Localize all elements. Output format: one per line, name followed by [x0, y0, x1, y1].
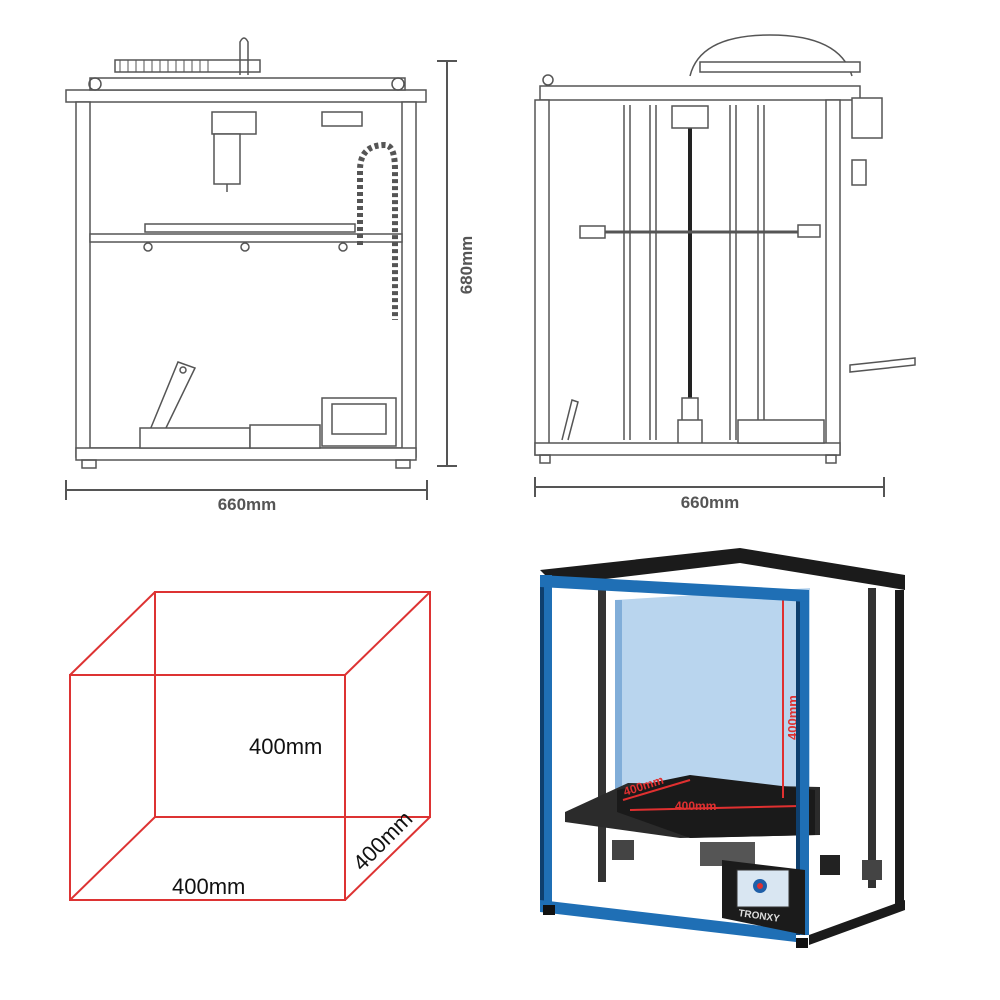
side-view-drawing [534, 34, 916, 464]
printer-photo: 400mm 400mm 400mm TRONXY [540, 548, 905, 948]
front-width-label: 660mm [218, 495, 277, 514]
front-height-label: 680mm [457, 236, 476, 295]
front-width-dimension-line [65, 480, 428, 500]
front-height-dimension-line [437, 60, 457, 467]
side-width-dimension-line [534, 477, 885, 497]
photo-overlay-lines [622, 598, 801, 811]
build-height-label: 400mm [249, 734, 322, 759]
photo-width-label: 400mm [675, 799, 716, 813]
front-view-drawing [65, 37, 427, 469]
build-width-label: 400mm [172, 874, 245, 899]
build-volume-cube [69, 591, 431, 901]
side-width-label: 660mm [681, 493, 740, 512]
